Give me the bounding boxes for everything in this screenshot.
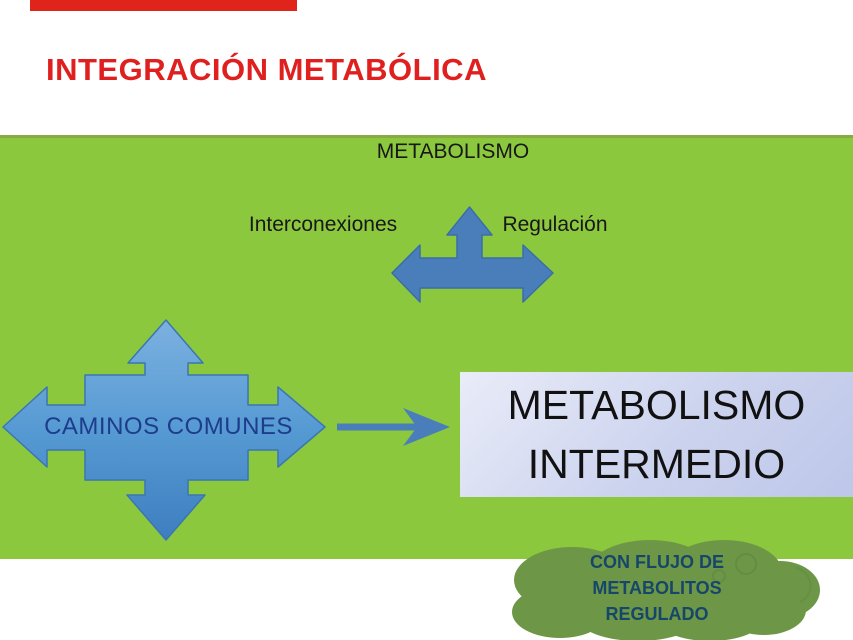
branch-left-label: Interconexiones	[248, 213, 398, 236]
result-box-text: METABOLISMO INTERMEDIO	[507, 381, 806, 487]
cloud-decorative-circle	[712, 569, 726, 583]
slide-title: INTEGRACIÓN METABÓLICA	[46, 52, 487, 87]
cloud-note: CON FLUJO DE METABOLITOS REGULADO	[589, 552, 724, 624]
cloud-decorative-circle	[735, 553, 757, 575]
branch-right-label: Regulación	[502, 213, 608, 236]
result-box: METABOLISMO INTERMEDIO	[460, 372, 853, 497]
cloud-shape	[512, 540, 820, 640]
top-red-strip	[30, 0, 297, 11]
top-label: METABOLISMO	[376, 140, 530, 163]
quad-arrow-icon	[2, 319, 326, 541]
cloud-decorative-arc	[795, 567, 812, 603]
three-way-arrow-icon	[391, 206, 554, 303]
right-arrow-connector-icon	[337, 408, 450, 446]
quad-arrow-label: CAMINOS COMUNES	[44, 413, 293, 440]
